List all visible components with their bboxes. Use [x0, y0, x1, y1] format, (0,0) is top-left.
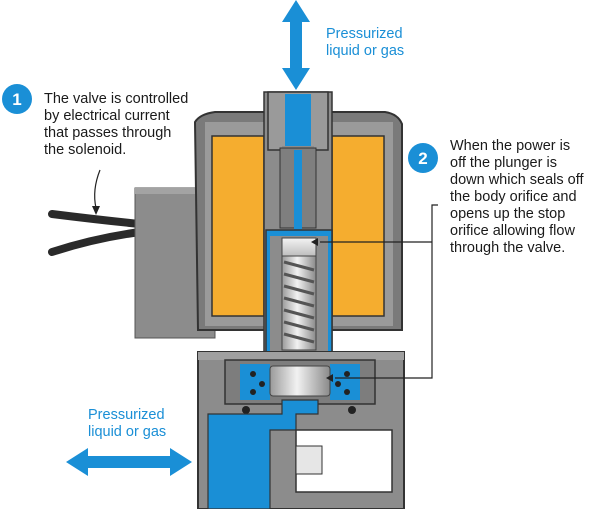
return-spring [283, 260, 315, 344]
flow-label-top-line-2: liquid or gas [326, 43, 405, 59]
callout-2-line-2: off the plunger is [450, 155, 557, 171]
callout-1-line-2: by electrical current [44, 108, 170, 124]
callout-2-line-5: opens up the stop [450, 206, 566, 222]
callout-2-line-3: down which seals off [450, 172, 584, 188]
callout-1-line-3: that passes through [44, 125, 172, 141]
callout-1-line-4: the solenoid. [44, 142, 127, 158]
wire-pointer-arrowhead [92, 206, 100, 215]
wire-pointer [94, 169, 101, 209]
callout-2-leader [320, 204, 438, 379]
flow-label-bottom: Pressurized liquid or gas [88, 407, 166, 441]
wire-leads [48, 210, 144, 256]
flow-label-bottom-line-2: liquid or gas [88, 424, 167, 440]
callout-2-badge: 2 [408, 143, 438, 173]
solenoid-coil-left [211, 135, 265, 317]
callout-2-line-7: through the valve. [450, 240, 566, 256]
inlet-passage [207, 399, 319, 509]
seal-disk [269, 365, 331, 397]
callout-1-text: The valve is controlled by electrical cu… [44, 91, 188, 159]
callout-1-number: 1 [12, 89, 22, 109]
callout-2-line-1: When the power is [450, 138, 571, 154]
bottom-flow-arrow [66, 448, 192, 476]
flow-label-top-line-1: Pressurized [326, 26, 403, 42]
callout-2-text: When the power is off the plunger is dow… [450, 138, 584, 257]
top-flow-arrow [282, 0, 310, 90]
callout-1-line-1: The valve is controlled [44, 91, 189, 107]
flow-label-top: Pressurized liquid or gas [326, 26, 404, 60]
callout-2-line-6: orifice allowing flow [450, 223, 575, 239]
callout-2-arrowhead-upper [311, 238, 318, 246]
solenoid-coil-right [331, 135, 385, 317]
callout-2-line-4: the body orifice and [450, 189, 577, 205]
callout-2-arrowhead-lower [326, 374, 333, 382]
o-ring-seals [242, 371, 356, 414]
callout-1-badge: 1 [2, 84, 32, 114]
flow-label-bottom-line-1: Pressurized [88, 407, 165, 423]
callout-2-number: 2 [418, 148, 428, 168]
